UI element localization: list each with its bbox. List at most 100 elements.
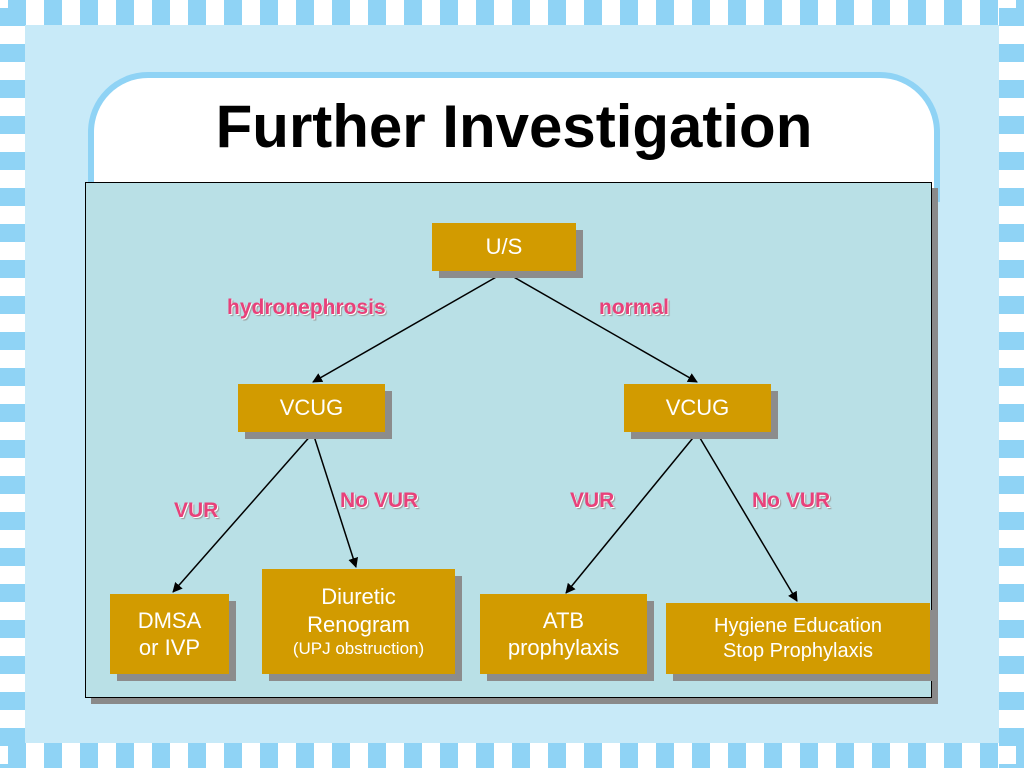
border-stripe: [980, 0, 998, 25]
border-stripe: [476, 743, 494, 768]
border-stripe: [116, 743, 134, 768]
border-stripe: [0, 548, 25, 566]
edge-label-no-vur-right: No VUR: [752, 489, 831, 512]
border-stripe: [0, 80, 25, 98]
border-stripe: [872, 0, 890, 25]
border-stripe: [692, 0, 710, 25]
border-stripe: [872, 743, 890, 768]
border-stripe: [0, 584, 25, 602]
node-dmsa-line1: DMSA: [137, 607, 202, 633]
border-stripe: [80, 743, 98, 768]
border-stripe: [152, 743, 170, 768]
node-atb: ATB prophylaxis: [480, 594, 647, 674]
border-stripe: [404, 743, 422, 768]
border-stripe: [999, 296, 1024, 314]
node-hygiene-line2: Stop Prophylaxis: [722, 639, 874, 662]
border-stripe: [8, 743, 26, 768]
border-stripe: [944, 743, 962, 768]
border-stripe: [44, 0, 62, 25]
node-dmsa-line2: or IVP: [138, 635, 201, 660]
border-stripe: [999, 44, 1024, 62]
border-stripe: [999, 332, 1024, 350]
border-stripe: [1016, 743, 1024, 768]
border-stripe: [0, 116, 25, 134]
border-stripe: [0, 404, 25, 422]
border-stripe: [620, 743, 638, 768]
edge-label-vur-right: VUR: [570, 489, 615, 512]
border-stripe: [188, 743, 206, 768]
slide-title: Further Investigation: [215, 93, 813, 160]
border-stripe: [728, 0, 746, 25]
edge-label-no-vur-left: No VUR: [340, 489, 419, 512]
border-stripe: [0, 44, 25, 62]
border-stripe: [224, 0, 242, 25]
border-stripe: [0, 296, 25, 314]
border-stripe: [368, 743, 386, 768]
node-us-label: U/S: [485, 234, 523, 260]
node-vcug-right-label: VCUG: [665, 395, 730, 421]
border-stripe: [999, 440, 1024, 458]
border-stripe: [764, 743, 782, 768]
border-stripe: [908, 743, 926, 768]
border-stripe: [0, 368, 25, 386]
border-stripe: [368, 0, 386, 25]
border-stripe: [692, 743, 710, 768]
border-stripe: [999, 620, 1024, 638]
border-stripe: [999, 764, 1024, 768]
border-stripe: [999, 692, 1024, 710]
arrow-us-to-vcug-right: [504, 271, 698, 383]
border-stripe: [188, 0, 206, 25]
node-atb-line1: ATB: [542, 607, 585, 633]
border-stripe: [999, 512, 1024, 530]
border-stripe: [0, 224, 25, 242]
border-stripe: [999, 8, 1024, 26]
border-stripe: [0, 152, 25, 170]
border-stripe: [152, 0, 170, 25]
border-stripe: [999, 404, 1024, 422]
node-us: U/S: [432, 223, 576, 271]
border-stripe: [0, 692, 25, 710]
border-stripe: [999, 116, 1024, 134]
border-stripe: [80, 0, 98, 25]
arrow-vcug-left-to-diuretic: [312, 432, 359, 568]
border-stripe: [548, 0, 566, 25]
border-stripe: [0, 8, 25, 26]
border-stripe: [584, 743, 602, 768]
node-diuretic-line1: Diuretic: [321, 584, 396, 610]
border-stripe: [0, 476, 25, 494]
border-stripe: [224, 743, 242, 768]
border-stripe: [0, 656, 25, 674]
node-diuretic-line2: Renogram: [307, 611, 410, 637]
node-diuretic: Diuretic Renogram (UPJ obstruction): [262, 569, 455, 674]
border-stripe: [296, 0, 314, 25]
edge-label-normal: normal: [599, 296, 670, 319]
arrow-vcug-left-to-dmsa: [172, 432, 314, 593]
border-stripe: [728, 743, 746, 768]
border-stripe: [999, 260, 1024, 278]
node-diuretic-sub: (UPJ obstruction): [292, 639, 425, 659]
node-vcug-left-label: VCUG: [279, 395, 344, 421]
border-stripe: [999, 584, 1024, 602]
border-stripe: [404, 0, 422, 25]
border-stripe: [260, 743, 278, 768]
border-stripe: [0, 188, 25, 206]
border-stripe: [44, 743, 62, 768]
node-hygiene-line1: Hygiene Education: [714, 614, 882, 637]
border-stripe: [764, 0, 782, 25]
border-stripe: [908, 0, 926, 25]
border-stripe: [0, 440, 25, 458]
border-stripe: [999, 548, 1024, 566]
border-stripe: [999, 476, 1024, 494]
border-stripe: [476, 0, 494, 25]
border-stripe: [800, 743, 818, 768]
border-stripe: [440, 0, 458, 25]
border-stripe: [0, 512, 25, 530]
node-hygiene: Hygiene Education Stop Prophylaxis: [666, 603, 930, 674]
border-stripe: [656, 743, 674, 768]
border-stripe: [999, 368, 1024, 386]
border-stripe: [999, 152, 1024, 170]
border-stripe: [0, 620, 25, 638]
border-stripe: [944, 0, 962, 25]
border-stripe: [0, 332, 25, 350]
